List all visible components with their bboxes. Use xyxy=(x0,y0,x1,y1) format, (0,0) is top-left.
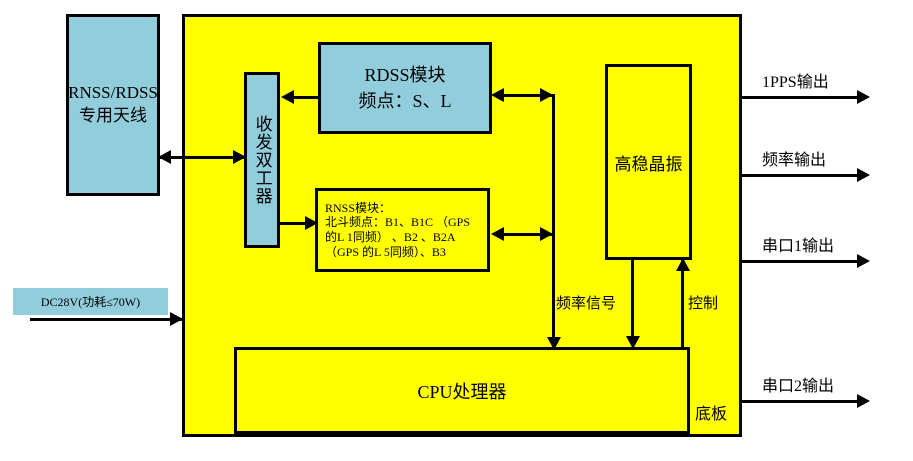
duplexer-label: 收发双工器 xyxy=(252,115,272,205)
output-arrow-1pps xyxy=(857,90,870,104)
output-line-serial2 xyxy=(742,400,864,403)
oscillator-cpu-freq-arrow xyxy=(626,336,640,349)
rdss-bus-arrow-right xyxy=(540,88,553,102)
output-label-1pps: 1PPS输出 xyxy=(762,74,829,91)
antenna-duplexer-link xyxy=(160,156,246,159)
rdss-label-line2: 频点：S、L xyxy=(358,91,452,111)
oscillator-label: 高稳晶振 xyxy=(614,154,683,174)
rnss-bus-link xyxy=(495,233,553,236)
cpu-oscillator-control-arrow xyxy=(676,258,690,271)
cpu-block: CPU处理器 xyxy=(234,347,690,434)
power-input-arrow xyxy=(170,312,183,326)
output-arrow-frequency xyxy=(857,168,870,182)
cpu-label: CPU处理器 xyxy=(417,381,507,402)
rnss-bus-arrow-left xyxy=(491,227,504,241)
output-label-serial1: 串口1输出 xyxy=(762,238,835,255)
output-line-1pps xyxy=(742,96,864,99)
antenna-label-line1: RNSS/RDSS xyxy=(68,83,158,103)
module-bus-vline xyxy=(552,94,555,344)
rnss-label-line3: 的L 1同频） 、B2 、B2A xyxy=(325,230,456,244)
antenna-duplexer-arrow-right xyxy=(233,150,246,164)
rdss-module-block: RDSS模块 频点：S、L xyxy=(318,42,492,134)
antenna-duplexer-arrow-left xyxy=(158,150,171,164)
output-arrow-serial2 xyxy=(857,394,870,408)
output-line-serial1 xyxy=(742,260,864,263)
output-arrow-serial1 xyxy=(857,254,870,268)
oscillator-block: 高稳晶振 xyxy=(605,64,692,260)
frequency-signal-label: 频率信号 xyxy=(556,296,617,312)
rdss-bus-arrow-left xyxy=(491,88,504,102)
rnss-module-block: RNSS模块： 北斗频点：B1、B1C （GPS 的L 1同频） 、B2 、B2… xyxy=(315,188,490,272)
baseplate-label: 底板 xyxy=(695,406,728,423)
duplexer-rnss-arrow xyxy=(305,216,318,230)
antenna-block: RNSS/RDSS 专用天线 xyxy=(66,14,160,196)
duplexer-block: 收发双工器 xyxy=(244,72,280,248)
power-input-line xyxy=(30,318,182,321)
rdss-label-line1: RDSS模块 xyxy=(364,64,446,85)
control-label: 控制 xyxy=(688,296,719,312)
output-label-frequency: 频率输出 xyxy=(762,152,827,169)
rnss-label-line2: 北斗频点：B1、B1C （GPS xyxy=(325,215,471,230)
rnss-bus-arrow-right xyxy=(540,227,553,241)
output-line-frequency xyxy=(742,174,864,177)
oscillator-cpu-freq-vline xyxy=(631,260,634,344)
rnss-label-line1: RNSS模块： xyxy=(325,200,392,215)
rdss-duplexer-arrow xyxy=(281,90,294,104)
antenna-label-line2: 专用天线 xyxy=(79,106,147,125)
power-input-block: DC28V(功耗≤70W) xyxy=(13,288,168,315)
duplexer-rnss-hline xyxy=(280,222,312,225)
rdss-bus-link xyxy=(495,94,553,97)
power-input-label: DC28V(功耗≤70W) xyxy=(40,295,141,309)
output-label-serial2: 串口2输出 xyxy=(762,378,835,395)
cpu-oscillator-control-vline xyxy=(681,260,684,347)
rnss-label-line4: （GPS 的L 5同频）、B3 xyxy=(325,244,446,259)
module-bus-arrow-down xyxy=(547,337,561,350)
rdss-duplexer-hline xyxy=(286,96,318,99)
